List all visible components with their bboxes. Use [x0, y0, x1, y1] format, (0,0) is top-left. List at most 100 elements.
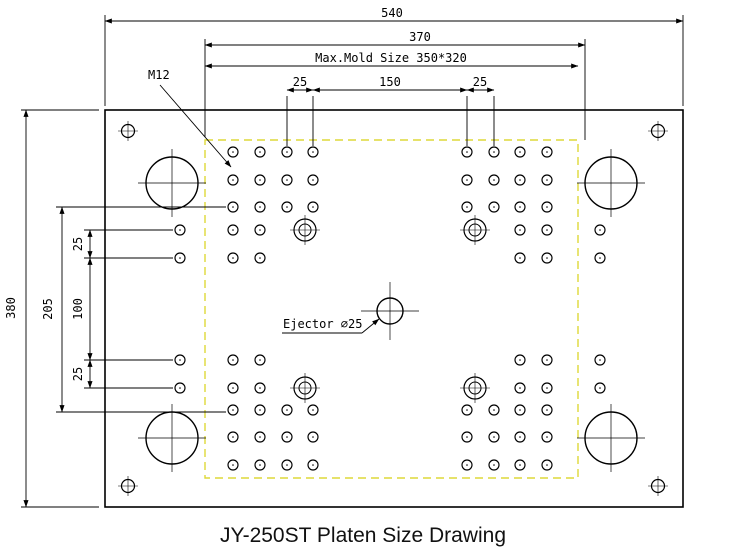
bolt-hole-center — [232, 359, 234, 361]
bolt-hole-center — [259, 387, 261, 389]
bolt-hole-center — [466, 436, 468, 438]
bolt-hole — [541, 382, 553, 394]
bolt-hole — [307, 459, 319, 471]
dim-max-mold: Max.Mold Size 350*320 — [204, 51, 579, 69]
bolt-hole — [488, 146, 500, 158]
bolt-hole-center — [259, 257, 261, 259]
bolt-hole — [514, 201, 526, 213]
bolt-hole — [227, 224, 239, 236]
bolt-hole-center — [466, 206, 468, 208]
max-mold-area — [204, 139, 579, 479]
bolt-hole — [594, 382, 606, 394]
leader-line — [361, 318, 380, 334]
bolt-hole — [281, 201, 293, 213]
bolt-hole — [541, 224, 553, 236]
bolt-hole — [254, 382, 266, 394]
bolt-hole — [488, 404, 500, 416]
bolt-hole-center — [259, 409, 261, 411]
bolt-hole — [541, 354, 553, 366]
bolt-hole — [594, 252, 606, 264]
bolt-hole-center — [519, 359, 521, 361]
bolt-hole — [488, 459, 500, 471]
bolt-hole-center — [599, 257, 601, 259]
bolt-hole-center — [232, 387, 234, 389]
bolt-hole — [227, 404, 239, 416]
bolt-hole — [174, 224, 186, 236]
bolt-hole-center — [286, 409, 288, 411]
bolt-hole — [174, 382, 186, 394]
bolt-hole-center — [259, 464, 261, 466]
bolt-hole — [541, 431, 553, 443]
bolt-hole-center — [519, 464, 521, 466]
bolt-hole-center — [259, 151, 261, 153]
dim-bolt-spacing-left: 25 100 25 — [71, 229, 173, 389]
bolt-hole — [307, 404, 319, 416]
bolt-hole — [307, 201, 319, 213]
bolt-hole-center — [546, 179, 548, 181]
bolt-hole — [307, 146, 319, 158]
bolt-hole-center — [312, 151, 314, 153]
bolt-hole — [254, 354, 266, 366]
ejector-label: Ejector ∅25 — [283, 317, 362, 331]
bolt-hole-center — [259, 229, 261, 231]
bolt-hole — [174, 354, 186, 366]
bolt-hole — [307, 431, 319, 443]
dim-inner-width: 370 — [204, 30, 586, 140]
bolt-hole-center — [259, 436, 261, 438]
leader-line — [159, 84, 232, 168]
bolt-hole-center — [179, 387, 181, 389]
bolt-hole-center — [259, 206, 261, 208]
bolt-hole — [254, 201, 266, 213]
bolt-hole — [514, 459, 526, 471]
ejector-hole — [361, 282, 419, 340]
bolt-hole — [541, 174, 553, 186]
bolt-hole — [594, 224, 606, 236]
bolt-hole — [514, 224, 526, 236]
bolt-hole-center — [466, 464, 468, 466]
bolt-hole-center — [232, 257, 234, 259]
bolt-hole — [488, 201, 500, 213]
bolt-hole-center — [259, 179, 261, 181]
bolt-hole — [461, 174, 473, 186]
bolt-hole-center — [546, 387, 548, 389]
bolt-hole — [254, 404, 266, 416]
bolt-hole-center — [546, 409, 548, 411]
bolt-hole-center — [466, 151, 468, 153]
dim-left-span: 205 — [41, 206, 226, 413]
bolt-hole-center — [493, 179, 495, 181]
bolt-hole-center — [286, 436, 288, 438]
bolt-hole-center — [546, 151, 548, 153]
bolt-hole — [281, 404, 293, 416]
dim-label-380: 380 — [4, 297, 18, 319]
bolt-hole-center — [519, 151, 521, 153]
bolt-hole — [514, 252, 526, 264]
bolt-hole — [541, 201, 553, 213]
bolt-hole — [254, 252, 266, 264]
bolt-hole-center — [179, 229, 181, 231]
dim-label-205: 205 — [41, 298, 55, 320]
dim-total-width: 540 — [104, 6, 684, 106]
bolt-hole-center — [466, 179, 468, 181]
bolt-hole — [541, 404, 553, 416]
thread-callout: M12 — [148, 68, 232, 168]
bolt-hole-center — [519, 179, 521, 181]
bolt-hole-center — [232, 409, 234, 411]
bolt-hole-center — [232, 151, 234, 153]
bolt-hole-center — [493, 436, 495, 438]
dim-bolt-spacing-top: 25 150 25 — [286, 75, 495, 146]
bolt-hole — [227, 382, 239, 394]
bolt-hole — [227, 459, 239, 471]
bolt-hole-center — [286, 464, 288, 466]
bolt-hole — [254, 174, 266, 186]
bolt-hole — [461, 201, 473, 213]
bolt-hole-center — [546, 206, 548, 208]
bolt-hole-center — [493, 409, 495, 411]
bolt-hole-center — [599, 359, 601, 361]
platen-outline — [104, 109, 684, 508]
bolt-hole — [227, 201, 239, 213]
bolt-hole — [461, 146, 473, 158]
bolt-hole-center — [493, 206, 495, 208]
bolt-hole — [227, 354, 239, 366]
